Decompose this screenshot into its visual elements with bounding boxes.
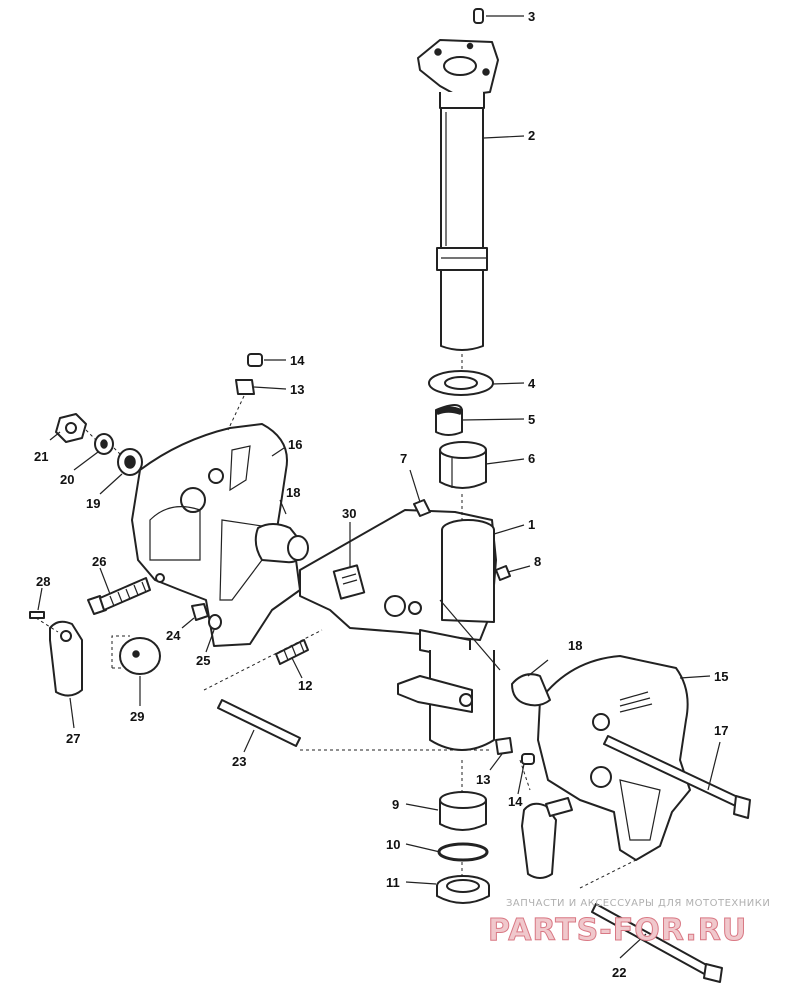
part-27-handle — [49, 620, 83, 697]
part-13-screw-top — [235, 379, 255, 395]
callout-23: 23 — [232, 754, 246, 769]
callout-30: 30 — [342, 506, 356, 521]
callout-3: 3 — [528, 9, 535, 24]
part-13-screw-lower — [495, 737, 513, 755]
callout-8: 8 — [534, 554, 541, 569]
callout-16: 16 — [288, 437, 302, 452]
part-6-bushing — [439, 441, 487, 489]
part-18-bumper-right — [511, 673, 551, 707]
callout-29: 29 — [130, 709, 144, 724]
part-18-bumper-left — [254, 523, 309, 564]
callout-11: 11 — [386, 875, 400, 890]
callout-21: 21 — [34, 449, 48, 464]
callout-6: 6 — [528, 451, 535, 466]
watermark-tagline: ЗАПЧАСТИ И АКСЕССУАРЫ ДЛЯ МОТОТЕХНИКИ — [506, 898, 770, 909]
callout-19: 19 — [86, 496, 100, 511]
callout-25: 25 — [196, 653, 210, 668]
callout-1: 1 — [528, 517, 535, 532]
callout-24: 24 — [166, 628, 181, 643]
callout-17: 17 — [714, 723, 728, 738]
part-15-clamp-bracket — [537, 655, 691, 861]
callout-5: 5 — [528, 412, 535, 427]
part-3-pin — [473, 8, 484, 24]
part-23-tube — [217, 699, 301, 747]
callout-18-right: 18 — [568, 638, 582, 653]
watermark-logo: PARTS-FOR.RU — [488, 913, 747, 948]
part-19-bushing — [117, 448, 143, 476]
part-14-fitting-lower — [521, 753, 535, 765]
part-4-washer — [428, 370, 494, 396]
callout-12: 12 — [298, 678, 312, 693]
part-26-clamp-screw — [87, 577, 151, 615]
callout-22: 22 — [612, 965, 626, 980]
part-2-swivel-tube — [417, 39, 499, 351]
decal-lines — [619, 691, 653, 713]
callout-labels: 3 2 4 5 6 1 7 8 14 13 16 18 30 21 20 19 … — [34, 9, 728, 980]
part-24-nut — [191, 603, 209, 621]
part-30-decal — [332, 564, 366, 600]
part-29-pad — [119, 637, 161, 675]
callout-18-left: 18 — [286, 485, 300, 500]
callout-15: 15 — [714, 669, 728, 684]
watermark: ЗАПЧАСТИ И АКСЕССУАРЫ ДЛЯ МОТОТЕХНИКИ PA… — [488, 898, 770, 949]
alignment-lines — [35, 354, 641, 889]
part-21-nut — [55, 413, 87, 443]
part-right-handle — [521, 797, 573, 879]
callout-2: 2 — [528, 128, 535, 143]
part-5-bushing — [434, 404, 464, 436]
part-1-swivel-bracket — [299, 509, 501, 751]
callout-7: 7 — [400, 451, 407, 466]
callout-10: 10 — [386, 837, 400, 852]
callout-20: 20 — [60, 472, 74, 487]
callout-13-top: 13 — [290, 382, 304, 397]
callout-14-top: 14 — [290, 353, 305, 368]
part-17-bolt — [603, 735, 751, 819]
part-14-grease-fitting-top — [247, 353, 263, 367]
callout-9: 9 — [392, 797, 399, 812]
callout-28: 28 — [36, 574, 50, 589]
part-28-rivet — [29, 611, 45, 619]
part-11-bushing — [436, 875, 490, 904]
part-8-grease-fitting — [495, 565, 511, 581]
part-9-bushing — [439, 791, 487, 831]
part-7-screw — [413, 499, 431, 517]
part-22-bolt — [591, 903, 723, 983]
callout-14-lower: 14 — [508, 794, 523, 809]
leader-lines — [37, 15, 721, 959]
part-25-washer — [208, 614, 222, 630]
part-20-washer — [94, 433, 114, 455]
callout-27: 27 — [66, 731, 80, 746]
part-10-o-ring — [437, 842, 489, 862]
part-16-clamp-bracket — [131, 423, 301, 647]
callout-4: 4 — [528, 376, 536, 391]
part-12-spring — [275, 639, 309, 665]
callout-26: 26 — [92, 554, 106, 569]
callout-13-lower: 13 — [476, 772, 490, 787]
